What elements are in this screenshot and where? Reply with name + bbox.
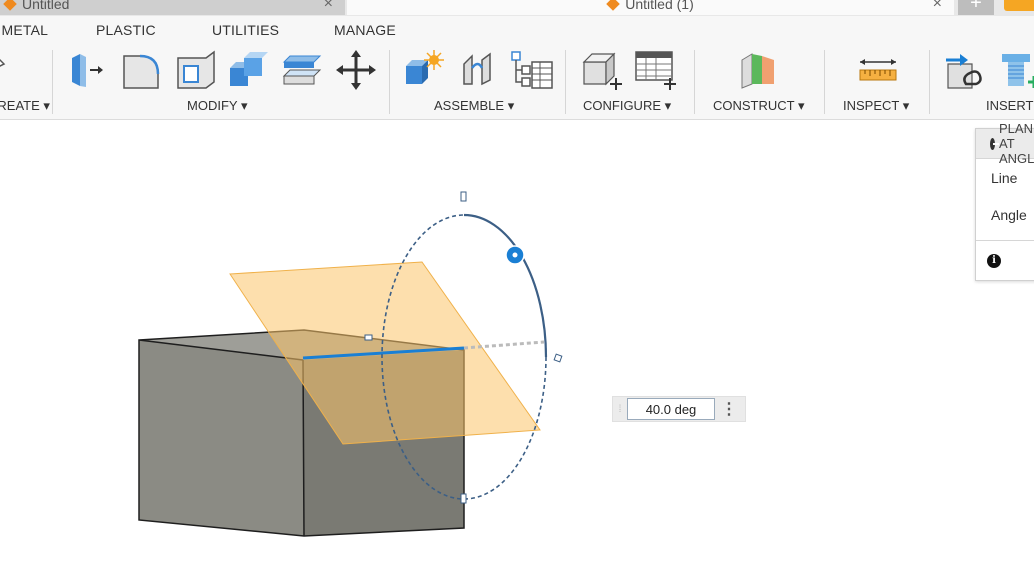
panel-row-label: Line bbox=[991, 169, 1018, 186]
close-icon[interactable]: × bbox=[323, 0, 333, 12]
panel-row-line[interactable]: Line bbox=[976, 159, 1034, 196]
drag-grip-icon[interactable]: ⁞ bbox=[618, 403, 622, 415]
plane-at-angle-panel: PLANE AT ANGLE Line Angle i bbox=[975, 121, 1034, 281]
move-copy-icon[interactable] bbox=[334, 48, 378, 92]
ribbon-separator bbox=[565, 50, 566, 114]
document-tab-bar: Untitled × Untitled (1) × + bbox=[0, 0, 1034, 16]
ribbon-toolbar: SHEET METAL PLASTIC UTILITIES MANAGE CRE… bbox=[0, 16, 1034, 120]
measure-icon[interactable] bbox=[856, 48, 900, 92]
group-configure-label[interactable]: CONFIGURE ▾ bbox=[583, 98, 672, 113]
document-tab-title: Untitled (1) bbox=[625, 0, 694, 12]
construct-plane-icon[interactable] bbox=[738, 48, 782, 92]
new-component-icon[interactable] bbox=[402, 48, 446, 92]
combine-icon[interactable] bbox=[226, 48, 270, 92]
group-modify-label[interactable]: MODIFY ▾ bbox=[187, 98, 248, 113]
group-create-label[interactable]: CREATE ▾ bbox=[0, 98, 50, 113]
tab-plastic[interactable]: PLASTIC bbox=[96, 22, 156, 38]
tab-manage[interactable]: MANAGE bbox=[334, 22, 396, 38]
offset-face-icon[interactable] bbox=[280, 48, 324, 92]
group-insert-label[interactable]: INSERT bbox=[986, 98, 1034, 113]
panel-header[interactable]: PLANE AT ANGLE bbox=[976, 121, 1034, 166]
insert-derive-icon[interactable] bbox=[944, 48, 988, 92]
sketch-tool-icon[interactable] bbox=[0, 48, 12, 92]
joint-icon[interactable] bbox=[456, 48, 500, 92]
panel-row-label: Angle bbox=[991, 206, 1027, 223]
document-tab-untitled-1[interactable]: Untitled (1) × bbox=[347, 0, 954, 15]
selected-edge-line bbox=[302, 346, 465, 360]
info-icon[interactable]: i bbox=[987, 253, 1001, 268]
angle-drag-handle-dot bbox=[512, 252, 518, 258]
ring-tick-handle[interactable] bbox=[460, 493, 467, 504]
tab-sheet-metal[interactable]: SHEET METAL bbox=[0, 22, 49, 38]
account-button[interactable] bbox=[1004, 0, 1034, 11]
insert-mcmaster-icon[interactable] bbox=[998, 48, 1034, 92]
bill-of-materials-icon[interactable] bbox=[510, 48, 554, 92]
ribbon-separator bbox=[694, 50, 695, 114]
configure-design-icon[interactable] bbox=[580, 48, 624, 92]
panel-footer: i bbox=[976, 240, 1034, 280]
document-tab-untitled[interactable]: Untitled × bbox=[0, 0, 345, 15]
more-options-icon[interactable]: ⋮ bbox=[721, 401, 737, 418]
tab-utilities[interactable]: UTILITIES bbox=[212, 22, 280, 38]
angle-arc bbox=[463, 213, 548, 358]
angle-input-box: ⁞ ⋮ bbox=[612, 396, 746, 422]
shell-icon[interactable] bbox=[174, 48, 218, 92]
ribbon-separator bbox=[52, 50, 53, 114]
ribbon-separator bbox=[929, 50, 930, 114]
canvas-viewport[interactable]: ⁞ ⋮ bbox=[0, 120, 1034, 578]
scene-graphics bbox=[138, 191, 563, 537]
edge-extension-dashed bbox=[463, 340, 545, 350]
ring-tick-handle[interactable] bbox=[364, 334, 373, 341]
ribbon-separator bbox=[389, 50, 390, 114]
panel-title: PLANE AT ANGLE bbox=[999, 121, 1034, 166]
document-tab-title: Untitled bbox=[22, 0, 70, 12]
document-icon bbox=[3, 0, 17, 11]
panel-row-angle[interactable]: Angle bbox=[976, 196, 1034, 233]
group-assemble-label[interactable]: ASSEMBLE ▾ bbox=[434, 98, 515, 113]
ring-tick-handle[interactable] bbox=[460, 191, 467, 202]
ring-tick-handle[interactable] bbox=[553, 353, 563, 363]
new-tab-button[interactable]: + bbox=[958, 0, 994, 15]
collapse-icon[interactable] bbox=[990, 137, 999, 150]
press-pull-icon[interactable] bbox=[66, 48, 110, 92]
close-icon[interactable]: × bbox=[932, 0, 942, 12]
configuration-table-icon[interactable] bbox=[634, 48, 678, 92]
document-icon bbox=[606, 0, 621, 11]
group-construct-label[interactable]: CONSTRUCT ▾ bbox=[713, 98, 805, 113]
ribbon-separator bbox=[824, 50, 825, 114]
fillet-icon[interactable] bbox=[120, 48, 164, 92]
angle-value-input[interactable] bbox=[627, 398, 715, 420]
group-inspect-label[interactable]: INSPECT ▾ bbox=[843, 98, 910, 113]
